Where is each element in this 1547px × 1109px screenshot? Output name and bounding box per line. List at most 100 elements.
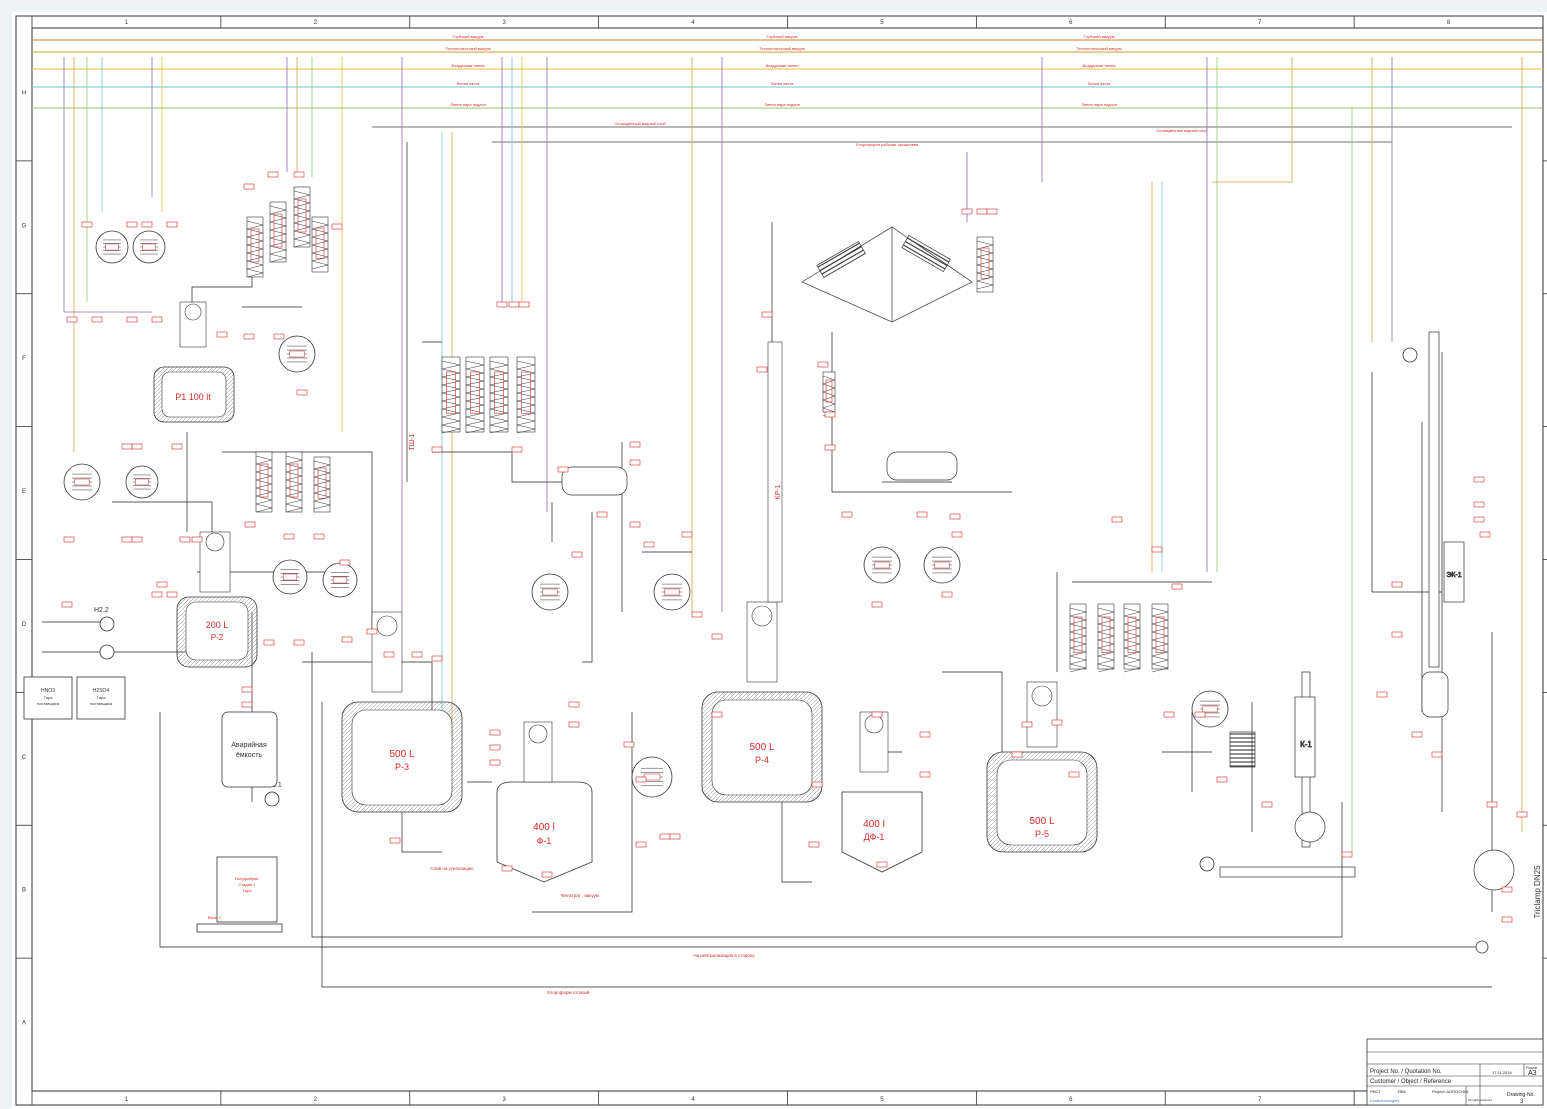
measuring-vessel bbox=[95, 230, 129, 264]
valve-tag bbox=[691, 611, 703, 618]
row-label: F bbox=[22, 356, 26, 362]
valve-tag bbox=[629, 521, 641, 528]
header-label-steam: Линия азота bbox=[771, 81, 794, 86]
row-label: C bbox=[22, 755, 27, 761]
k1-label: К-1 bbox=[1300, 740, 1312, 749]
valve-tag bbox=[383, 651, 395, 658]
p5-label: 500 L bbox=[1029, 816, 1054, 827]
measuring-vessel bbox=[278, 335, 316, 373]
valve-tag bbox=[191, 536, 203, 543]
row-label: A bbox=[22, 1021, 26, 1027]
valve-tag bbox=[131, 536, 143, 543]
column-label-top: 7 bbox=[1258, 20, 1262, 26]
column-label-top: 3 bbox=[503, 20, 507, 26]
header-label-water: Линия пара подачи bbox=[1081, 102, 1117, 107]
ek1-label: ЭК-1 bbox=[1446, 572, 1461, 579]
kr1-label: КР-1 bbox=[775, 484, 782, 499]
column-k1: К-1 bbox=[1219, 671, 1356, 878]
reactor-p2: 200 L Р-2 bbox=[176, 531, 258, 668]
valve-tag bbox=[166, 221, 178, 228]
header-label-steam: Линия азота bbox=[457, 81, 480, 86]
header-label-vacuum: Глубокий вакуум bbox=[1084, 34, 1115, 39]
valve-tag bbox=[1068, 771, 1080, 778]
valve-tag bbox=[1473, 476, 1485, 483]
valve-tag bbox=[1111, 516, 1123, 523]
heat-exchanger bbox=[822, 371, 836, 417]
condenser-roof bbox=[801, 226, 973, 323]
valve-tag bbox=[431, 655, 443, 662]
valve-tag bbox=[623, 741, 635, 748]
column-label-bottom: 5 bbox=[880, 1097, 884, 1103]
valve-tag bbox=[151, 316, 163, 323]
valve-tag bbox=[511, 446, 523, 453]
valve-tag bbox=[1391, 631, 1403, 638]
valve-tag bbox=[91, 316, 103, 323]
emergency-label: Аварийная bbox=[231, 741, 267, 749]
valve-tag bbox=[1376, 691, 1388, 698]
heat-exchanger bbox=[1151, 603, 1169, 673]
reactor-p3: 500 L Р-3 bbox=[341, 611, 463, 813]
heat-exchanger bbox=[465, 356, 485, 434]
heat-exchangers bbox=[246, 186, 1169, 673]
valve-tag bbox=[518, 301, 530, 308]
heat-exchanger bbox=[489, 356, 509, 434]
valve-tag bbox=[389, 837, 401, 844]
valve-tag bbox=[1216, 776, 1228, 783]
heat-exchanger bbox=[293, 186, 311, 248]
heat-exchanger bbox=[1123, 603, 1141, 673]
valve-tag bbox=[243, 333, 255, 340]
valve-tag bbox=[986, 208, 998, 215]
column-label-top: 1 bbox=[125, 20, 129, 26]
measuring-vessel bbox=[531, 573, 569, 611]
valve-tag bbox=[871, 601, 883, 608]
valve-tag bbox=[1194, 711, 1206, 718]
to-neutral-annotation: На нейтрализацию в сторону bbox=[693, 952, 755, 958]
column-label-bottom: 7 bbox=[1258, 1097, 1262, 1103]
return-line-label-2: Охлаждённый водный слой bbox=[1156, 128, 1207, 133]
df1-sub: ДФ-1 bbox=[864, 832, 885, 842]
column-ek1: ЭК-1 bbox=[1421, 331, 1515, 891]
p2-label: 200 L bbox=[206, 620, 229, 630]
valve-tag bbox=[1391, 581, 1403, 588]
header-label-water: Линия пара подачи bbox=[450, 102, 486, 107]
valve-tag bbox=[711, 633, 723, 640]
valve-tag bbox=[489, 759, 501, 766]
valve-tag bbox=[366, 628, 378, 635]
filter-f1: 400 l Ф-1 bbox=[496, 721, 593, 883]
heat-exchanger bbox=[313, 456, 331, 513]
header-label-tech-vacuum: Технологический вакуум bbox=[445, 46, 491, 51]
header-label-water: Линия пара подачи bbox=[764, 102, 800, 107]
valve-tag bbox=[267, 171, 279, 178]
column-label-top: 6 bbox=[1069, 20, 1073, 26]
chloroform-annotation: Хлороформ готовый bbox=[547, 989, 590, 995]
valve-tag bbox=[568, 701, 580, 708]
vertical-risers bbox=[63, 57, 1523, 852]
product-sub2: Тара bbox=[243, 888, 253, 893]
pnct-label: PNCT bbox=[1370, 1089, 1381, 1094]
tbm-label: TBM bbox=[1397, 1089, 1405, 1094]
valve-tag bbox=[961, 208, 973, 215]
valve-tag bbox=[1486, 801, 1498, 808]
rights-label: All rights reserved bbox=[1468, 1098, 1492, 1102]
valve-tag bbox=[643, 541, 655, 548]
reactor-p4: 500 L Р-4 bbox=[701, 341, 823, 803]
valve-tags bbox=[61, 171, 1528, 923]
measuring-vessel bbox=[1191, 690, 1229, 728]
reactor-p5: 500 L Р-5 bbox=[986, 681, 1098, 853]
f1-sub: Ф-1 bbox=[537, 836, 552, 846]
p2-sub: Р-2 bbox=[211, 633, 224, 642]
valve-tag bbox=[296, 389, 308, 396]
format-label: Format bbox=[1526, 1066, 1537, 1070]
row-label: B bbox=[22, 888, 26, 894]
column-label-top: 2 bbox=[314, 20, 318, 26]
row-label: G bbox=[22, 223, 27, 229]
valve-tag bbox=[126, 316, 138, 323]
valve-tag bbox=[1411, 731, 1423, 738]
p3-label: 500 L bbox=[389, 749, 414, 760]
heat-exchanger bbox=[976, 236, 994, 293]
valve-tag bbox=[1473, 516, 1485, 523]
valve-tag bbox=[141, 221, 153, 228]
